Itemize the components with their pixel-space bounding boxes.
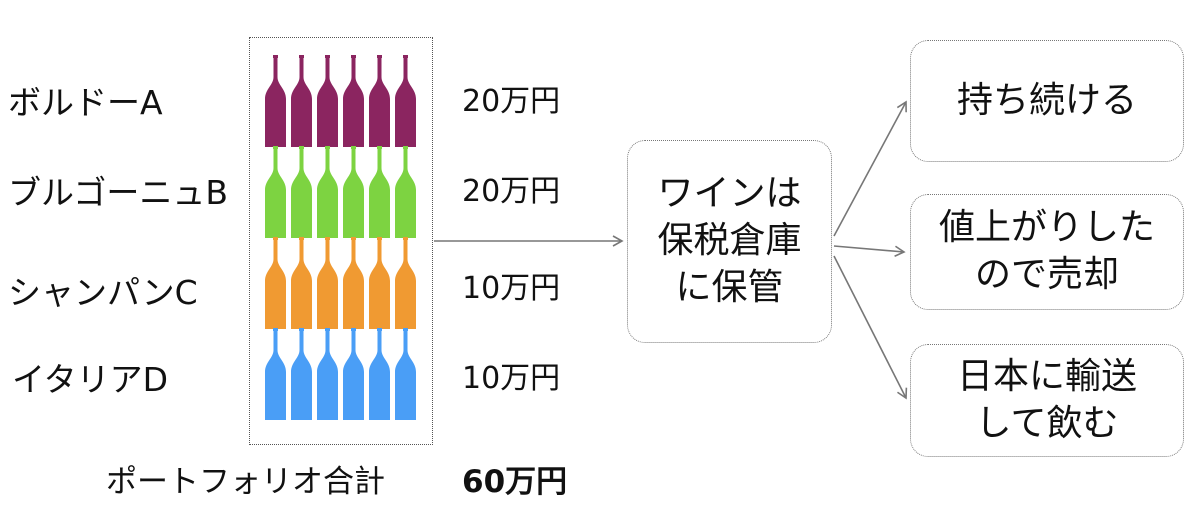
arrow-to-sell xyxy=(833,245,906,257)
wine-price-bourgogne: 20万円 xyxy=(462,174,561,209)
outcome-drink-box: 日本に輸送 して飲む xyxy=(910,344,1184,457)
wine-price-champagne: 10万円 xyxy=(462,271,561,306)
wine-label-bourgogne: ブルゴーニュB xyxy=(8,173,228,212)
outcome-keep-text: 持ち続ける xyxy=(956,79,1137,121)
portfolio-box xyxy=(249,37,433,445)
wine-bottle-icon xyxy=(369,146,390,238)
wine-label-italia: イタリアD xyxy=(12,360,169,399)
bonded-warehouse-text: ワインは 保税倉庫 に保管 xyxy=(657,173,802,308)
bottle-row-bordeaux xyxy=(264,54,418,147)
wine-bottle-icon xyxy=(369,328,390,420)
wine-label-champagne: シャンパンC xyxy=(8,273,198,312)
wine-bottle-icon xyxy=(317,237,338,329)
wine-bottle-icon xyxy=(395,55,416,147)
wine-bottle-icon xyxy=(291,55,312,147)
bottle-row-bourgogne xyxy=(264,145,418,238)
wine-bottle-icon xyxy=(395,237,416,329)
bottle-row-italia xyxy=(264,327,418,420)
wine-bottle-icon xyxy=(317,328,338,420)
wine-bottle-icon xyxy=(343,55,364,147)
wine-bottle-icon xyxy=(395,328,416,420)
wine-bottle-icon xyxy=(265,328,286,420)
bottle-row-champagne xyxy=(264,236,418,329)
outcome-sell-text: 値上がりした ので売却 xyxy=(938,207,1155,295)
wine-bottle-icon xyxy=(343,328,364,420)
wine-bottle-icon xyxy=(395,146,416,238)
wine-label-bordeaux: ボルドーA xyxy=(8,83,163,122)
outcome-sell-box: 値上がりした ので売却 xyxy=(910,194,1184,310)
total-value: 60万円 xyxy=(462,464,568,500)
wine-bottle-icon xyxy=(317,55,338,147)
wine-bottle-icon xyxy=(265,146,286,238)
wine-bottle-icon xyxy=(265,55,286,147)
arrow-to-keep xyxy=(833,100,907,237)
wine-bottle-icon xyxy=(369,55,390,147)
wine-bottle-icon xyxy=(291,237,312,329)
wine-bottle-icon xyxy=(343,237,364,329)
wine-bottle-icon xyxy=(369,237,390,329)
bonded-warehouse-box: ワインは 保税倉庫 に保管 xyxy=(627,140,832,343)
total-label: ポートフォリオ合計 xyxy=(106,464,385,500)
wine-bottle-icon xyxy=(291,146,312,238)
wine-bottle-icon xyxy=(343,146,364,238)
arrow-to-drink xyxy=(833,255,908,400)
outcome-keep-box: 持ち続ける xyxy=(910,40,1184,162)
wine-bottle-icon xyxy=(265,237,286,329)
wine-price-bordeaux: 20万円 xyxy=(462,84,561,119)
wine-bottle-icon xyxy=(291,328,312,420)
wine-bottle-icon xyxy=(317,146,338,238)
wine-price-italia: 10万円 xyxy=(462,361,561,396)
outcome-drink-text: 日本に輸送 して飲む xyxy=(956,355,1137,444)
